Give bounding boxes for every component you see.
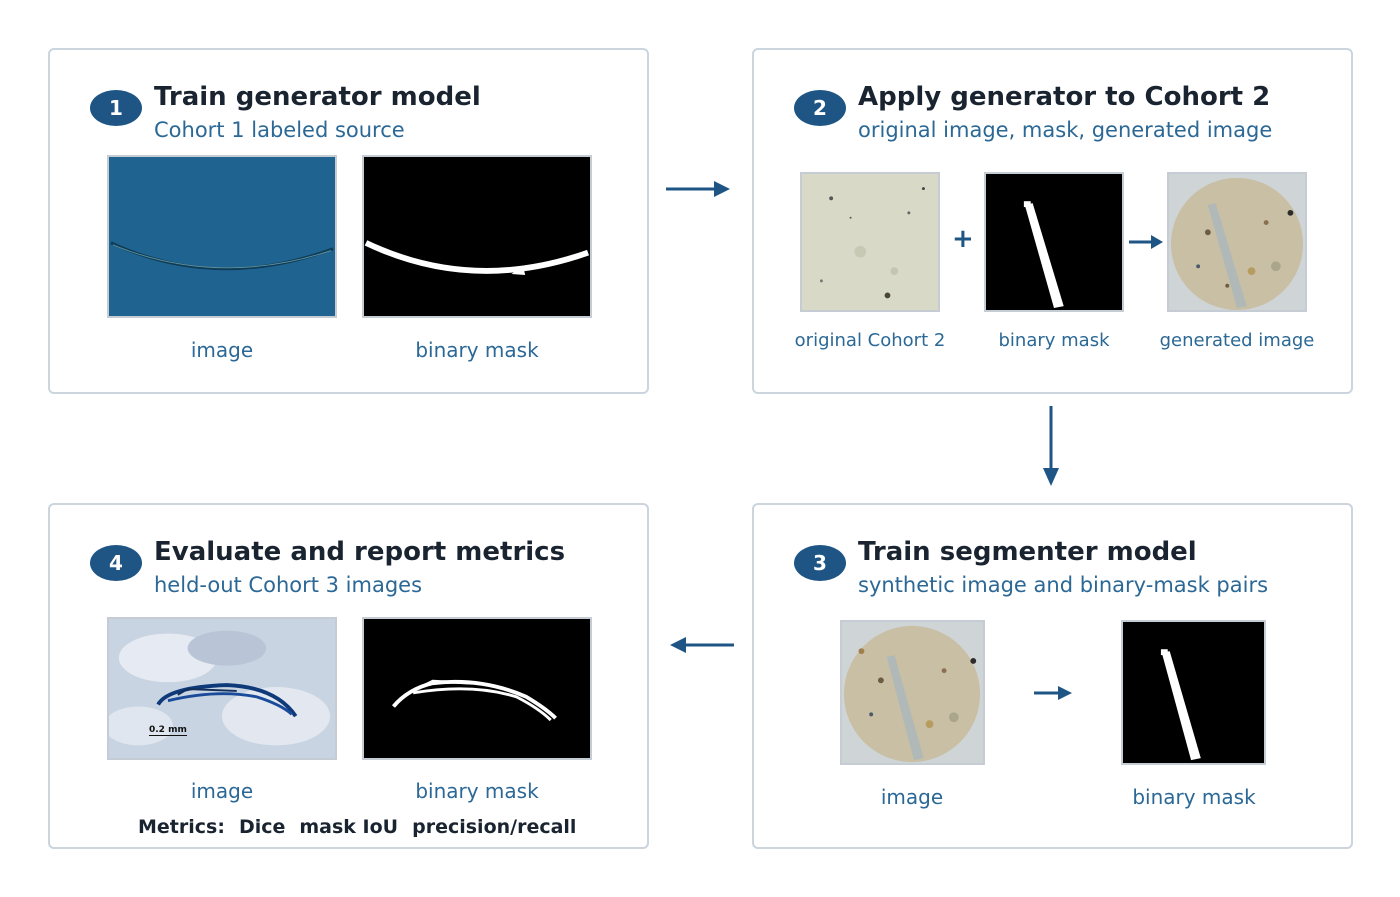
step-3-badge: 3 (794, 545, 846, 581)
step-2-binary-mask (984, 172, 1124, 312)
step-1-panel: 1 Train generator model Cohort 1 labeled… (48, 48, 649, 394)
step-2-mask-caption: binary mask (998, 330, 1110, 351)
step-2-generated-caption: generated image (1159, 330, 1315, 351)
step-1-image (107, 155, 337, 318)
step-1-image-caption: image (190, 338, 254, 362)
metric-dice: Dice (238, 816, 286, 838)
step-2-title: Apply generator to Cohort 2 (858, 82, 1271, 112)
step-2-badge: 2 (794, 90, 846, 126)
step-1-mask-caption: binary mask (415, 338, 539, 362)
step-2-original-caption: original Cohort 2 (794, 330, 946, 351)
step-3-image-caption: image (880, 785, 944, 809)
step-4-badge: 4 (90, 545, 142, 581)
arrow-down-icon (1043, 406, 1059, 486)
step-4-mask-caption: binary mask (415, 779, 539, 803)
step-1-badge: 1 (90, 90, 142, 126)
metrics-label: Metrics: (138, 816, 225, 838)
step-4-panel: 4 Evaluate and report metrics held-out C… (48, 503, 649, 849)
arrow-right-icon (666, 181, 730, 197)
step-3-subtitle: synthetic image and binary-mask pairs (858, 573, 1269, 597)
step-3-panel: 3 Train segmenter model synthetic image … (752, 503, 1353, 849)
plus-operator: + (952, 224, 974, 254)
step-4-subtitle: held-out Cohort 3 images (154, 573, 423, 597)
arrow-right-small-icon (1034, 686, 1072, 700)
metric-precision-recall: precision/recall (412, 816, 577, 838)
step-2-subtitle: original image, mask, generated image (858, 118, 1273, 142)
step-4-title: Evaluate and report metrics (154, 537, 566, 567)
step-1-subtitle: Cohort 1 labeled source (154, 118, 405, 142)
metrics-line: Metrics: Dice mask IoU precision/recall (138, 816, 590, 838)
step-2-panel: 2 Apply generator to Cohort 2 original i… (752, 48, 1353, 394)
step-4-binary-mask (362, 617, 592, 760)
step-4-image-caption: image (190, 779, 254, 803)
metric-mask-iou: mask IoU (299, 816, 399, 838)
step-1-title: Train generator model (154, 82, 481, 112)
step-3-mask-caption: binary mask (1132, 785, 1256, 809)
step-3-binary-mask (1121, 620, 1266, 765)
step-2-generated-image (1167, 172, 1307, 312)
step-4-image: 0.2 mm (107, 617, 337, 760)
step-3-synthetic-image (840, 620, 985, 765)
scale-bar-label: 0.2 mm (149, 725, 187, 736)
arrow-right-small-icon (1129, 235, 1163, 249)
step-3-title: Train segmenter model (858, 537, 1197, 567)
arrow-left-icon (670, 637, 734, 653)
step-1-binary-mask (362, 155, 592, 318)
step-2-original-image (800, 172, 940, 312)
